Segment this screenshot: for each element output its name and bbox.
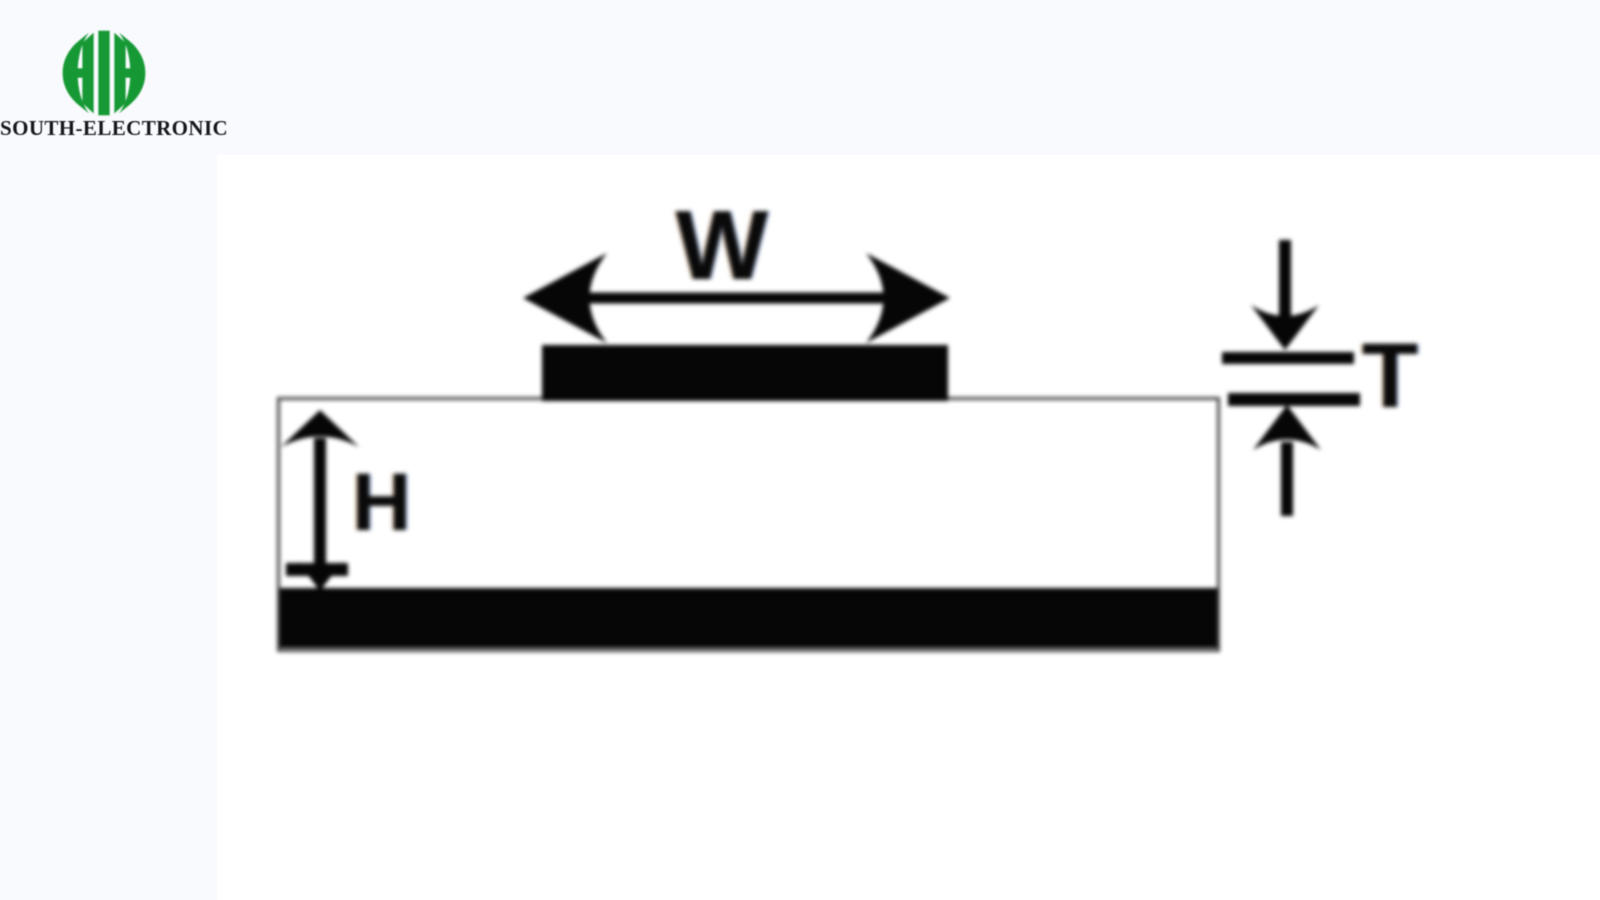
ground-plane-rect <box>280 588 1217 648</box>
signal-trace-rect <box>542 345 948 401</box>
trace-thickness-label: T <box>1362 325 1419 427</box>
top-band <box>0 0 1600 155</box>
width-dimension-arrow <box>510 240 970 360</box>
brand-name: SOUTH-ELECTRONIC <box>0 116 229 140</box>
substrate-height-label: H <box>352 457 412 548</box>
south-electronic-logo <box>57 26 151 120</box>
thickness-dimension-marks <box>1210 228 1400 528</box>
hh-monogram-icon <box>62 30 146 116</box>
trace-width-label: W <box>675 190 769 300</box>
left-panel <box>0 155 217 900</box>
height-dimension-arrow <box>270 400 380 600</box>
